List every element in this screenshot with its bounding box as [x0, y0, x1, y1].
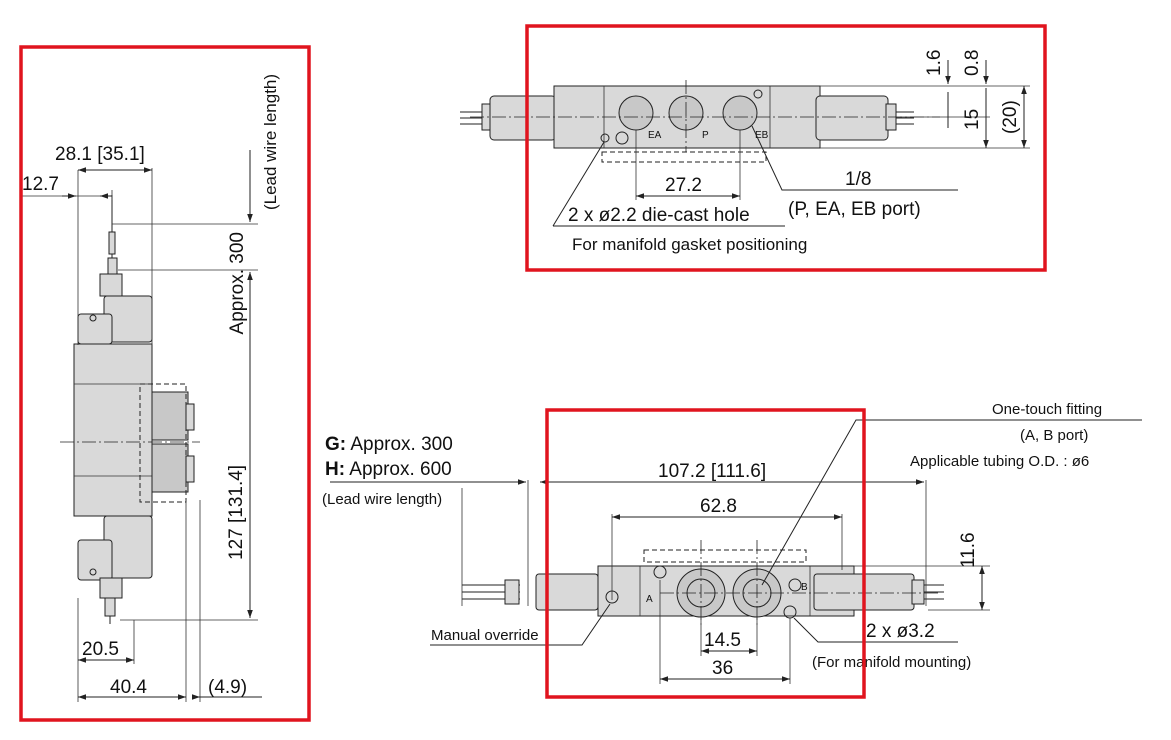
mount-callout: 2 x ø3.2	[866, 621, 935, 642]
port-eb-circle	[722, 95, 758, 131]
side-view: 28.1 [35.1] 12.7 Approx. 300 (Lead wire …	[20, 74, 280, 702]
port-eb-label: EB	[755, 130, 769, 141]
dim-36: 36	[712, 658, 733, 679]
highlight-frame-front-view	[545, 408, 866, 699]
manual-override-label: Manual override	[431, 627, 539, 644]
dim-1-6: 1.6	[924, 50, 945, 76]
dim-0-8: 0.8	[962, 50, 983, 76]
dim-40-4: 40.4	[110, 677, 147, 698]
dim-107-2: 107.2 [111.6]	[658, 461, 766, 482]
port-p-label: P	[702, 130, 709, 141]
mount-note: (For manifold mounting)	[812, 654, 971, 671]
valve-body-side	[73, 343, 153, 517]
fitting-title: One-touch fitting	[992, 401, 1102, 418]
port-a-label: A	[646, 594, 653, 605]
port-ea-label: EA	[648, 130, 662, 141]
dim-27-2: 27.2	[665, 175, 702, 196]
dim-11-6: 11.6	[958, 532, 979, 568]
front-view: G: Approx. 300 H: Approx. 600 (Lead wire…	[322, 401, 1142, 684]
port-b-label: B	[801, 582, 808, 593]
highlight-frame-top-view	[525, 24, 1047, 272]
g-lead-length: G: Approx. 300	[325, 434, 453, 455]
port-callout: (P, EA, EB port)	[788, 199, 921, 220]
h-lead-length: H: Approx. 600	[325, 459, 452, 480]
wire-terminal-top	[108, 231, 116, 255]
valve-body-front	[597, 565, 855, 617]
dim-127: 127 [131.4]	[226, 465, 247, 560]
tubing-od: Applicable tubing O.D. : ø6	[910, 453, 1089, 470]
dim-15: 15	[962, 109, 983, 130]
dim-28-1: 28.1 [35.1]	[55, 144, 145, 165]
port-ea-circle	[618, 95, 654, 131]
dim-14-5: 14.5	[704, 630, 741, 651]
lead-wire-label-front: (Lead wire length)	[322, 491, 442, 508]
dim-62-8: 62.8	[700, 496, 737, 517]
thread-size: 1/8	[845, 169, 871, 190]
dim-12-7: 12.7	[22, 174, 59, 195]
dim-4-9: (4.9)	[208, 677, 247, 698]
hole-callout: 2 x ø2.2 die-cast hole	[568, 205, 750, 226]
lead-wire-label-left: (Lead wire length)	[261, 74, 280, 210]
highlight-frame-side-view	[19, 45, 311, 722]
fitting-ports: (A, B port)	[1020, 427, 1088, 444]
top-view: EA P EB 1.6 0.8 15 (20) 27.2 1/8 2 x ø2.…	[460, 50, 1030, 254]
lead-wire-approx-left: Approx. 300	[227, 232, 248, 334]
dim-20: (20)	[1000, 100, 1021, 134]
dim-20-5: 20.5	[82, 639, 119, 660]
gasket-note: For manifold gasket positioning	[572, 235, 807, 254]
